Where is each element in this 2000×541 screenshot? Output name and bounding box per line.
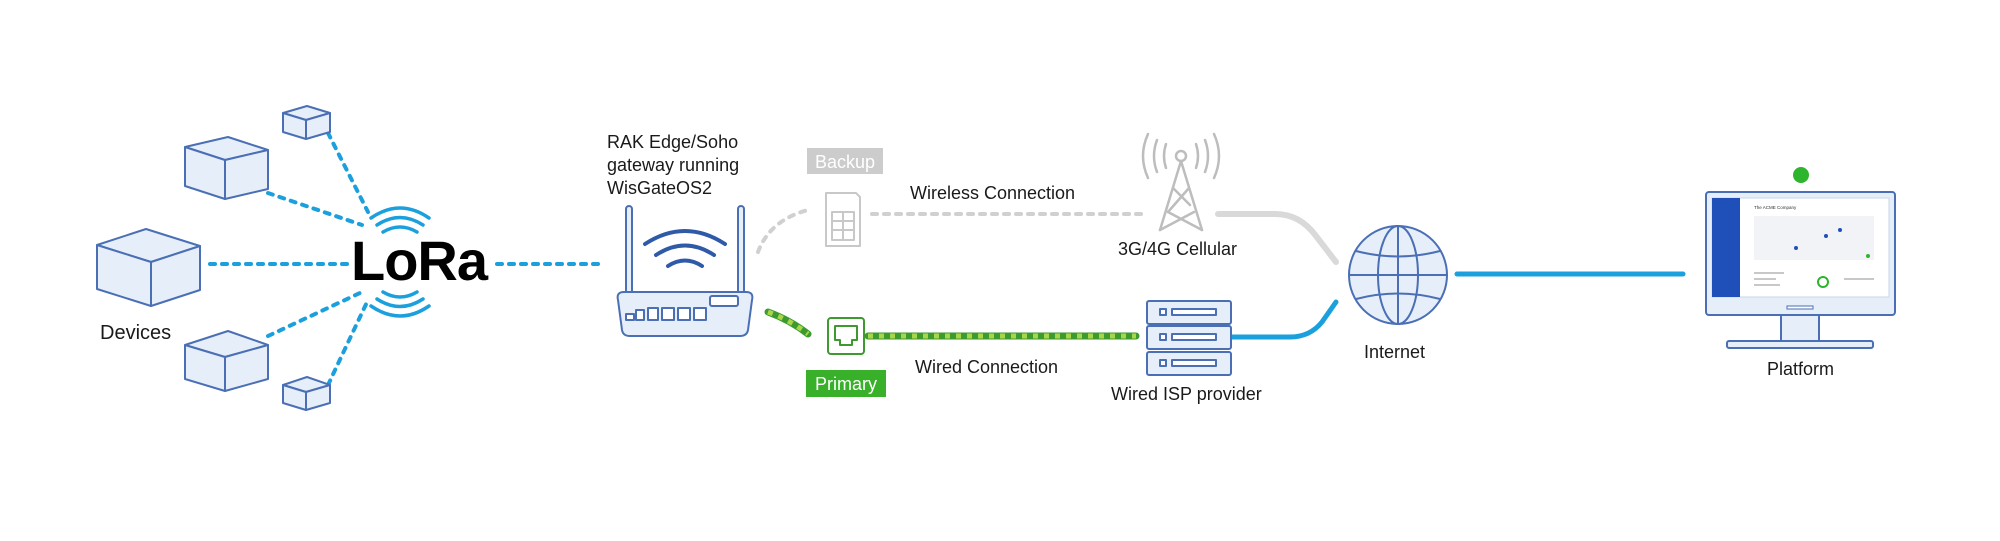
wifi-icon (643, 229, 727, 268)
link-device-5 (326, 298, 370, 387)
link-device-1 (326, 131, 370, 214)
cube-icon (184, 136, 269, 200)
backup-tag (807, 148, 883, 174)
device-lora-links (208, 131, 370, 387)
sim-card-icon (825, 192, 861, 247)
cellular-label: 3G/4G Cellular (1118, 239, 1237, 259)
wireless-connection-label: Wireless Connection (910, 183, 1075, 203)
devices-group (96, 105, 331, 411)
cell-tower-icon (1141, 132, 1221, 232)
link-device-4 (266, 290, 364, 338)
primary-tag-label: Primary (815, 374, 877, 394)
internet-label: Internet (1364, 342, 1425, 362)
primary-tag (806, 370, 886, 397)
backup-tag-label: Backup (815, 152, 875, 172)
server-stack-icon (1146, 300, 1232, 376)
wired-connection-label: Wired Connection (915, 357, 1058, 377)
status-dot (1793, 167, 1809, 183)
gateway-label-line-3: WisGateOS2 (607, 178, 712, 198)
link-isp-internet (1229, 299, 1339, 340)
platform-company-name: The ACME Company (1754, 205, 1797, 210)
lora-waves-icon (369, 206, 431, 318)
isp-label: Wired ISP provider (1111, 384, 1262, 404)
link-gateway-sim (756, 208, 810, 254)
cube-icon (282, 105, 331, 140)
devices-label: Devices (100, 322, 171, 344)
router-icon (616, 205, 754, 337)
gateway-label: RAK Edge/Soho gateway running WisGateOS2 (607, 132, 744, 198)
cube-icon (96, 228, 201, 307)
link-gateway-ethernet-stripes (767, 309, 810, 336)
cube-icon (282, 376, 331, 411)
link-cellular-internet (1215, 211, 1339, 265)
gateway-label-line-1: RAK Edge/Soho (607, 132, 738, 152)
ethernet-port-icon (827, 317, 865, 355)
monitor-icon: The ACME Company (1705, 191, 1896, 349)
lora-logo: LoRa (351, 229, 489, 292)
globe-icon (1348, 225, 1448, 325)
cube-icon (184, 330, 269, 392)
link-device-2 (266, 191, 364, 227)
gateway-label-line-2: gateway running (607, 155, 739, 175)
platform-label: Platform (1767, 359, 1834, 379)
